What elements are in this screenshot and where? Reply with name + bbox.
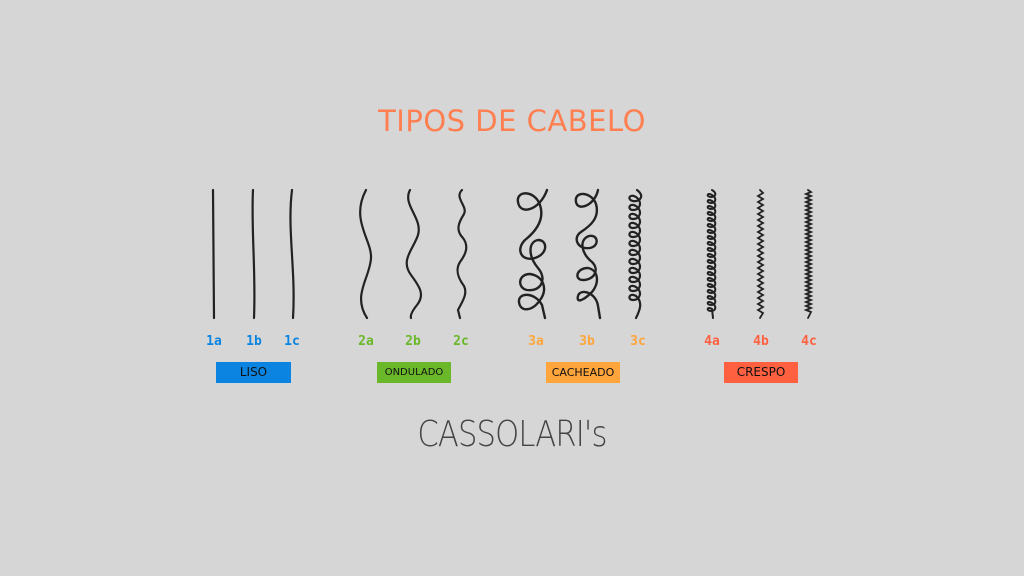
strand-1b [251,188,256,320]
code-2c: 2c [453,334,469,349]
code-4a: 4a [704,334,720,349]
code-3b: 3b [579,334,595,349]
strand-3b [574,188,602,320]
strand-4a [706,189,717,319]
strand-3a [516,188,549,320]
category-badge-liso: LISO [216,362,291,383]
code-1a: 1a [206,334,222,349]
code-1b: 1b [246,334,262,349]
strand-2c [456,188,468,320]
brand-logo: CASSOLARI's [417,414,607,455]
strand-2a [359,188,373,320]
category-badge-cacheado: CACHEADO [546,362,620,383]
strand-1c [289,188,295,320]
code-2b: 2b [405,334,421,349]
page-title: TIPOS DE CABELO [378,104,646,138]
category-badge-ondulado: ONDULADO [377,362,451,383]
code-4b: 4b [753,334,769,349]
strand-4c [803,189,814,319]
category-badge-crespo: CRESPO [724,362,798,383]
code-1c: 1c [284,334,300,349]
strand-2b [405,188,423,320]
strand-3c [628,188,643,320]
strand-1a [211,188,216,320]
code-3c: 3c [630,334,646,349]
strand-4b [756,189,765,319]
code-2a: 2a [358,334,374,349]
code-3a: 3a [528,334,544,349]
code-4c: 4c [801,334,817,349]
